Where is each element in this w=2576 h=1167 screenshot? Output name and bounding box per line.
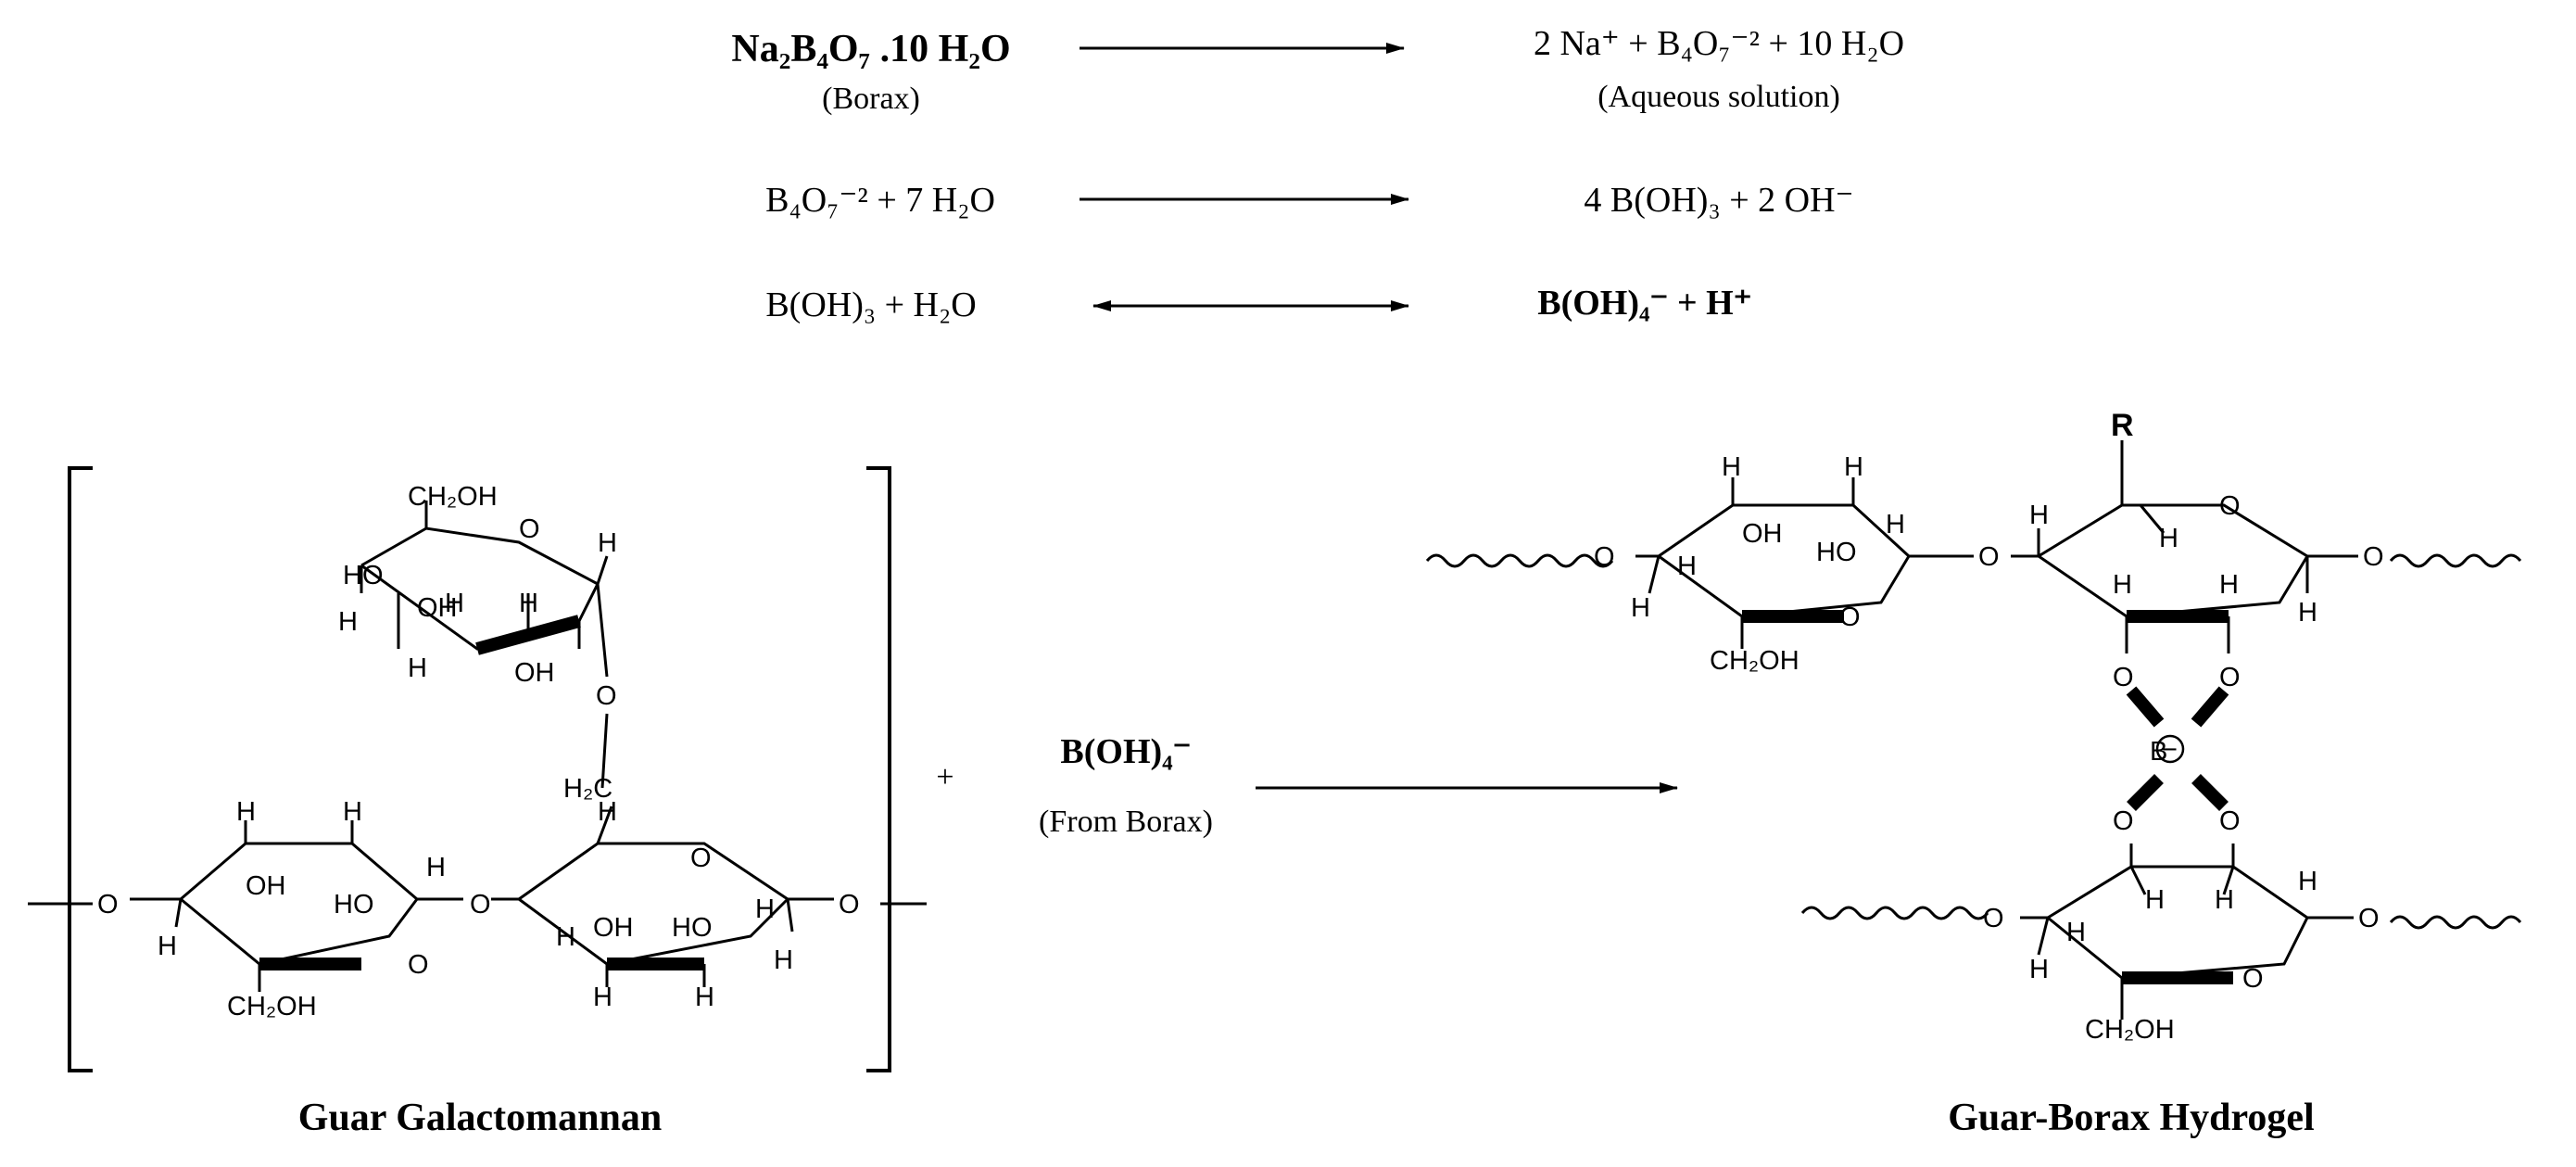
h-label: H bbox=[1886, 510, 1905, 539]
h-label: H bbox=[408, 653, 427, 683]
h-label: H bbox=[2159, 524, 2178, 553]
o-label: O bbox=[2358, 904, 2380, 933]
borate-charge-circle bbox=[2155, 734, 2185, 764]
boric-acid-products: 4 B(OH)₃ + 2 OH⁻ bbox=[1584, 181, 1854, 220]
o-label: O bbox=[519, 514, 540, 544]
h-label: H bbox=[1677, 552, 1697, 581]
h-label: H bbox=[445, 589, 464, 618]
h-label: H bbox=[2298, 867, 2317, 896]
h-label: H bbox=[343, 797, 362, 827]
oh-label: OH bbox=[514, 658, 555, 688]
h-label: H bbox=[2113, 570, 2132, 600]
oh-label: OH bbox=[246, 871, 286, 901]
o-label: O bbox=[596, 681, 617, 711]
minus-charge-label: − bbox=[2162, 735, 2178, 765]
guar-structure bbox=[28, 501, 927, 992]
h-label: H bbox=[158, 932, 177, 961]
oh-label: OH bbox=[417, 593, 458, 623]
ho-label: HO bbox=[1816, 538, 1857, 567]
plus-sign: + bbox=[936, 760, 954, 794]
oh-label: OH bbox=[593, 913, 634, 943]
reagent-source-label: (From Borax) bbox=[1039, 805, 1213, 839]
hydrogel-structure bbox=[1425, 440, 2522, 1020]
tetraborate-hydrolysis-reactants: B₄O₇⁻² + 7 H₂O bbox=[765, 181, 995, 220]
h-label: H bbox=[593, 983, 612, 1012]
ch2oh-label: CH₂OH bbox=[408, 482, 498, 512]
h-label: H bbox=[695, 983, 714, 1012]
o-label: O bbox=[2219, 491, 2241, 521]
o-label: O bbox=[97, 890, 119, 920]
o-label: O bbox=[2242, 964, 2264, 994]
h-label: H bbox=[2215, 885, 2234, 915]
h-label: H bbox=[1631, 593, 1650, 623]
h-label: H bbox=[556, 922, 575, 952]
hydrogel-atom-labels: R H H OH HO O H H H O CH₂OH O H H O H H … bbox=[1594, 408, 2384, 1045]
o-label: O bbox=[2219, 663, 2241, 692]
h2c-label: H₂C bbox=[563, 774, 612, 804]
oh-label: OH bbox=[1742, 519, 1783, 549]
h-label: H bbox=[2066, 918, 2086, 947]
h-label: H bbox=[755, 894, 775, 924]
h-label: H bbox=[2029, 501, 2049, 530]
o-label: O bbox=[408, 950, 429, 980]
reactant-name: Guar Galactomannan bbox=[297, 1097, 663, 1139]
h-label: H bbox=[774, 945, 793, 975]
o-label: O bbox=[2113, 663, 2134, 692]
h-label: H bbox=[1844, 452, 1863, 482]
product-name: Guar-Borax Hydrogel bbox=[1948, 1097, 2315, 1139]
borate-reagent: B(OH)₄⁻ bbox=[1060, 732, 1192, 771]
right-bracket bbox=[866, 466, 891, 1072]
h-label: H bbox=[1722, 452, 1741, 482]
o-label: O bbox=[470, 890, 491, 920]
h-label: H bbox=[598, 528, 617, 558]
o-label: O bbox=[2113, 806, 2134, 836]
left-bracket bbox=[68, 466, 93, 1072]
h-label: H bbox=[2298, 598, 2317, 628]
boric-acid-reactants: B(OH)₃ + H₂O bbox=[765, 285, 977, 324]
wavy-chain-right-top bbox=[2389, 553, 2522, 568]
boron-label: B bbox=[2150, 737, 2167, 767]
o-label: O bbox=[839, 890, 860, 920]
ho-label: HO bbox=[672, 913, 713, 943]
h-label: H bbox=[2219, 570, 2239, 600]
ch2oh-label: CH₂OH bbox=[1710, 646, 1799, 676]
aqueous-label: (Aqueous solution) bbox=[1597, 80, 1840, 114]
o-label: O bbox=[690, 844, 712, 873]
h-label: H bbox=[338, 607, 358, 637]
ho-label: HO bbox=[343, 561, 384, 590]
guar-atom-labels: CH₂OH O H HO H OH H H H OH O H₂C O H H O… bbox=[97, 482, 860, 1021]
h-label: H bbox=[519, 589, 538, 618]
borax-formula: Na₂B₄O₇ .10 H₂O bbox=[731, 28, 1011, 70]
o-label: O bbox=[2219, 806, 2241, 836]
h-label: H bbox=[2029, 955, 2049, 984]
ch2oh-label: CH₂OH bbox=[2085, 1015, 2175, 1045]
o-label: O bbox=[1594, 542, 1615, 572]
wavy-chain-right-bottom bbox=[2389, 915, 2522, 930]
borate-ion-products: B(OH)₄⁻ + H⁺ bbox=[1537, 284, 1752, 323]
o-label: O bbox=[1983, 904, 2004, 933]
r-group-label: R bbox=[2111, 408, 2134, 443]
o-label: O bbox=[1978, 542, 2000, 572]
borax-label: (Borax) bbox=[822, 82, 920, 116]
o-label: O bbox=[1839, 603, 1861, 632]
aqueous-products: 2 Na⁺ + B₄O₇⁻² + 10 H₂O bbox=[1533, 24, 1905, 63]
wavy-chain-left-top bbox=[1425, 553, 1614, 568]
h-label: H bbox=[2145, 885, 2165, 915]
h-label: H bbox=[426, 853, 446, 882]
wavy-chain-left-bottom bbox=[1800, 906, 1989, 920]
ch2oh-label: CH₂OH bbox=[227, 992, 317, 1021]
h-label: H bbox=[598, 797, 617, 827]
h-label: H bbox=[236, 797, 256, 827]
o-label: O bbox=[2363, 542, 2384, 572]
ho-label: HO bbox=[334, 890, 374, 920]
